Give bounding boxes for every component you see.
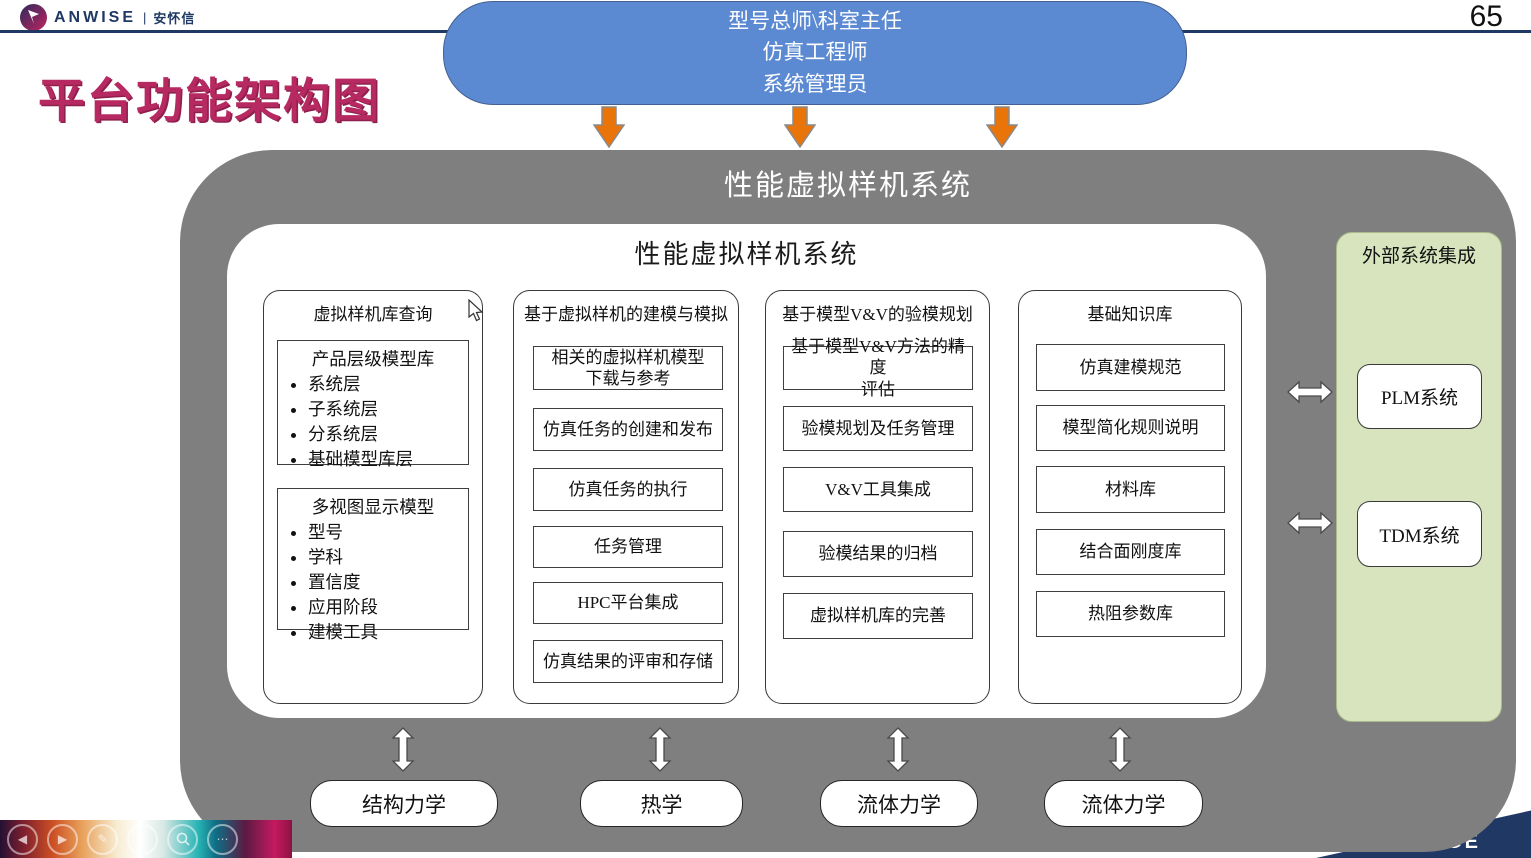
role-line: 型号总师\科室主任 [728, 8, 902, 33]
bullet-list: 型号 学科 置信度 应用阶段 建模工具 [284, 520, 468, 645]
up-down-arrow-icon [648, 727, 672, 772]
function-box: 结合面刚度库 [1036, 529, 1225, 575]
inner-system-title: 性能虚拟样机系统 [634, 240, 859, 269]
logo-chinese-name: 安怀信 [153, 11, 196, 26]
annotate-icon[interactable]: ✎ [87, 823, 118, 855]
bullet-item: 型号 [308, 520, 468, 545]
function-box: V&V工具集成 [783, 467, 973, 512]
more-glyph: ⋯ [216, 832, 229, 846]
tdm-system-box: TDM系统 [1357, 501, 1482, 567]
group-multiview-model: 多视图显示模型 型号 学科 置信度 应用阶段 建模工具 [277, 488, 469, 642]
logo-brand: ANWISE [54, 8, 136, 26]
up-down-arrow-icon [886, 727, 910, 772]
plm-system-box: PLM系统 [1357, 364, 1482, 429]
function-box: 仿真建模规范 [1036, 344, 1225, 391]
down-arrow-icon [986, 106, 1018, 148]
column-knowledge-base: 基础知识库 仿真建模规范 模型简化规则说明 材料库 结合面刚度库 热阻参数库 [1018, 290, 1242, 704]
bullet-item: 分系统层 [308, 422, 468, 447]
function-box: 热阻参数库 [1036, 591, 1225, 637]
function-box: 虚拟样机库的完善 [783, 593, 973, 639]
function-box: 验模规划及任务管理 [783, 406, 973, 451]
column-title: 基于虚拟样机的建模与模拟 [524, 305, 728, 324]
prev-glyph: ◀ [17, 832, 28, 846]
discipline-box-fluid-1: 流体力学 [820, 780, 978, 827]
function-box: 仿真结果的评审和存储 [533, 640, 723, 683]
system-panel-title: 性能虚拟样机系统 [723, 170, 972, 202]
next-glyph: ▶ [57, 832, 68, 846]
frame-glyph: ▭ [136, 832, 149, 846]
annotate-glyph: ✎ [97, 832, 108, 846]
down-arrow-icon [784, 106, 816, 148]
column-modeling-simulation: 基于虚拟样机的建模与模拟 相关的虚拟样机模型 下载与参考 仿真任务的创建和发布 … [513, 290, 739, 704]
viewer-toolbar: ◀ ▶ ✎ ▭ ⋯ [0, 820, 292, 858]
bullet-list: 系统层 子系统层 分系统层 基础模型库层 [284, 372, 468, 472]
next-icon[interactable]: ▶ [47, 823, 78, 855]
bullet-item: 置信度 [308, 570, 468, 595]
left-right-arrow-icon [1287, 380, 1333, 404]
inner-system-panel: 性能虚拟样机系统 虚拟样机库查询 产品层级模型库 系统层 子系统层 分系统层 基… [227, 224, 1266, 718]
bullet-item: 应用阶段 [308, 595, 468, 620]
up-down-arrow-icon [391, 727, 415, 772]
bullet-item: 子系统层 [308, 397, 468, 422]
external-systems-panel: 外部系统集成 PLM系统 TDM系统 [1336, 232, 1502, 722]
column-vv-validation-planning: 基于模型V&V的验模规划 基于模型V&V方法的精度 评估 验模规划及任务管理 V… [765, 290, 990, 704]
group-product-model-library: 产品层级模型库 系统层 子系统层 分系统层 基础模型库层 [277, 340, 469, 469]
column-prototype-library-query: 虚拟样机库查询 产品层级模型库 系统层 子系统层 分系统层 基础模型库层 多视图… [263, 290, 483, 704]
roles-ellipse: 型号总师\科室主任 仿真工程师 系统管理员 [443, 1, 1187, 105]
column-title: 基础知识库 [1087, 305, 1173, 324]
bullet-item: 基础模型库层 [308, 447, 468, 472]
prev-icon[interactable]: ◀ [7, 823, 38, 855]
function-box: 相关的虚拟样机模型 下载与参考 [533, 346, 723, 390]
discipline-box-structural: 结构力学 [310, 780, 498, 827]
logo: ANWISE | 安怀信 [20, 4, 195, 31]
function-box: 仿真任务的执行 [533, 468, 723, 511]
function-box: 模型简化规则说明 [1036, 405, 1225, 451]
down-arrow-icon [593, 106, 625, 148]
column-title: 虚拟样机库查询 [313, 305, 433, 324]
function-box: 任务管理 [533, 526, 723, 568]
more-icon[interactable]: ⋯ [207, 823, 238, 855]
mouse-cursor-icon [468, 299, 484, 322]
column-title: 基于模型V&V的验模规划 [782, 305, 973, 324]
function-box: HPC平台集成 [533, 582, 723, 624]
page-number: 65 [1469, 0, 1503, 33]
discipline-box-fluid-2: 流体力学 [1044, 780, 1203, 827]
discipline-box-thermal: 热学 [580, 780, 743, 827]
function-box: 验模结果的归档 [783, 531, 973, 577]
up-down-arrow-icon [1108, 727, 1132, 772]
slide-title: 平台功能架构图 [38, 74, 381, 127]
group-heading: 产品层级模型库 [311, 349, 435, 369]
function-box: 基于模型V&V方法的精度 评估 [783, 337, 973, 399]
left-right-arrow-icon [1287, 511, 1333, 535]
zoom-icon[interactable] [167, 823, 198, 855]
external-systems-title: 外部系统集成 [1361, 246, 1476, 267]
anwise-logo-icon [20, 4, 47, 31]
function-box: 仿真任务的创建和发布 [533, 408, 723, 451]
group-heading: 多视图显示模型 [311, 497, 435, 517]
logo-separator: | [143, 10, 147, 25]
frame-icon[interactable]: ▭ [127, 823, 158, 855]
role-line: 系统管理员 [762, 71, 868, 96]
bullet-item: 建模工具 [308, 620, 468, 645]
bullet-item: 学科 [308, 545, 468, 570]
function-box: 材料库 [1036, 466, 1225, 513]
role-line: 仿真工程师 [762, 40, 868, 65]
bullet-item: 系统层 [308, 372, 468, 397]
system-panel: 性能虚拟样机系统 性能虚拟样机系统 虚拟样机库查询 产品层级模型库 系统层 子系… [180, 150, 1516, 852]
